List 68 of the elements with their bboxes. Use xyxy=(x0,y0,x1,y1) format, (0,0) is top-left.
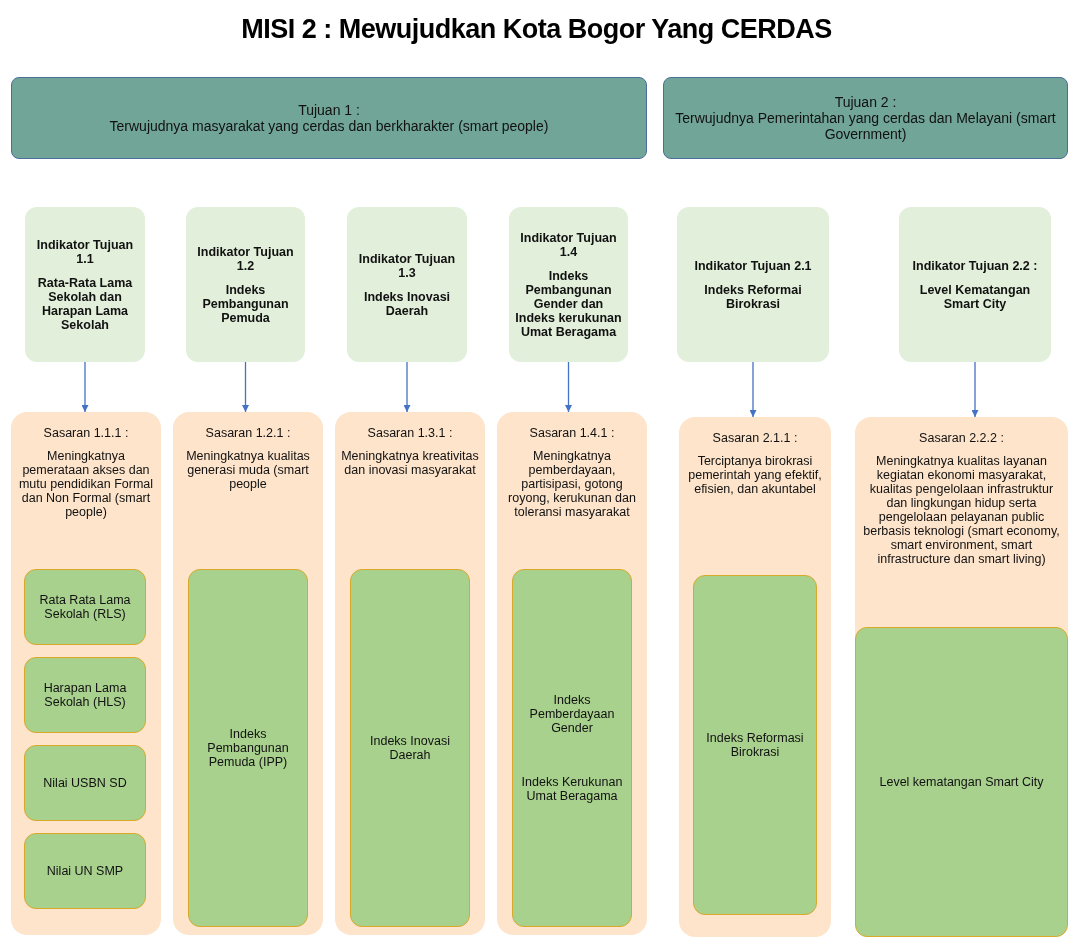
indicator-name: Indeks Reformai Birokrasi xyxy=(703,282,803,311)
measure-name: Indeks Inovasi Daerah xyxy=(369,734,451,762)
measure-name: Harapan Lama Sekolah (HLS) xyxy=(42,681,128,709)
goal-description: Terwujudnya masyarakat yang cerdas dan berkharakter (smart people) xyxy=(109,118,549,134)
indicator-heading: Indikator Tujuan 2.2 : xyxy=(912,258,1038,273)
measure-box xyxy=(24,833,146,909)
indicator-box xyxy=(899,207,1051,362)
indicator-box xyxy=(677,207,829,362)
arrow xyxy=(971,361,979,418)
indicator-name: Indeks Inovasi Daerah xyxy=(362,289,452,318)
target-description: Meningkatnya kualitas generasi muda (smart people xyxy=(185,449,311,491)
measure-name: Indeks Reformasi Birokrasi xyxy=(705,731,805,759)
measure-name: Nilai UN SMP xyxy=(46,864,124,878)
goal-description: Terwujudnya Pemerintahan yang cerdas dan Melayani (smart Government) xyxy=(674,110,1057,142)
measure-box xyxy=(188,569,308,927)
measure-box xyxy=(855,627,1068,937)
target-box xyxy=(11,412,161,935)
measure-box xyxy=(24,745,146,821)
goal-banner xyxy=(663,77,1068,159)
measure-name: Rata Rata Lama Sekolah (RLS) xyxy=(38,593,132,621)
target-box xyxy=(497,412,647,935)
target-box xyxy=(679,417,831,937)
target-box xyxy=(335,412,485,935)
target-heading: Sasaran 1.1.1 : xyxy=(43,426,129,440)
measure-box xyxy=(24,569,146,645)
target-heading: Sasaran 1.3.1 : xyxy=(367,426,453,440)
indicator-name: Rata-Rata Lama Sekolah dan Harapan Lama Sekolah xyxy=(36,275,134,332)
indicator-box xyxy=(186,207,305,362)
indicator-heading: Indikator Tujuan 1.2 xyxy=(196,244,295,273)
indicator-heading: Indikator Tujuan 1.3 xyxy=(357,251,457,280)
measure-name: Level kematangan Smart City xyxy=(879,775,1044,789)
goal-heading: Tujuan 2 : xyxy=(834,94,897,110)
target-box xyxy=(855,417,1068,937)
measure-box xyxy=(24,657,146,733)
target-description: Terciptanya birokrasi pemerintah yang efektif, efisien, dan akuntabel xyxy=(687,454,823,496)
measure-name: Indeks Pembangunan Pemuda (IPP) xyxy=(206,727,290,769)
indicator-heading: Indikator Tujuan 1.1 xyxy=(35,237,135,266)
indicator-name: Indeks Pembangunan Pemuda xyxy=(201,282,290,325)
measure-name: Indeks Kerukunan Umat Beragama xyxy=(520,775,624,803)
indicator-name: Indeks Pembangunan Gender dan Indeks kerukunan Umat Beragama xyxy=(515,268,622,339)
arrow xyxy=(242,361,249,413)
target-heading: Sasaran 1.4.1 : xyxy=(529,426,615,440)
indicator-box xyxy=(347,207,467,362)
arrow xyxy=(81,361,89,413)
diagram-title: MISI 2 : Mewujudkan Kota Bogor Yang CERDAS xyxy=(240,14,833,45)
target-heading: Sasaran 2.1.1 : xyxy=(712,431,798,445)
goal-heading: Tujuan 1 : xyxy=(298,102,360,118)
target-box xyxy=(173,412,323,935)
indicator-box xyxy=(509,207,628,362)
arrow xyxy=(403,361,411,413)
target-description: Meningkatnya kualitas layanan kegiatan ekonomi masyarakat, kualitas pengelolaan infrastruktur dan lingkungan hidup serta pengelolaan pelayanan public berbasis teknologi (smart economy, smart environment, smart infrastructure dan smart living) xyxy=(862,454,1061,566)
arrow xyxy=(749,361,757,418)
measure-name: Nilai USBN SD xyxy=(43,776,127,790)
goal-banner xyxy=(11,77,647,159)
target-heading: Sasaran 2.2.2 : xyxy=(919,431,1004,445)
indicator-box xyxy=(25,207,145,362)
measure-name: Indeks Pemberdayaan Gender xyxy=(528,693,616,735)
arrow xyxy=(565,361,572,413)
target-description: Meningkatnya kreativitas dan inovasi masyarakat xyxy=(340,449,480,477)
target-heading: Sasaran 1.2.1 : xyxy=(205,426,291,440)
indicator-name: Level Kematangan Smart City xyxy=(918,282,1032,311)
measure-box xyxy=(350,569,470,927)
indicator-heading: Indikator Tujuan 1.4 xyxy=(519,230,618,259)
measure-box xyxy=(693,575,817,915)
indicator-heading: Indikator Tujuan 2.1 xyxy=(694,258,812,273)
target-description: Meningkatnya pemerataan akses dan mutu pendidikan Formal dan Non Formal (smart people) xyxy=(17,449,155,519)
measure-box xyxy=(512,569,632,927)
target-description: Meningkatnya pemberdayaan, partisipasi, gotong royong, kerukunan dan toleransi masyarakat xyxy=(507,449,637,519)
